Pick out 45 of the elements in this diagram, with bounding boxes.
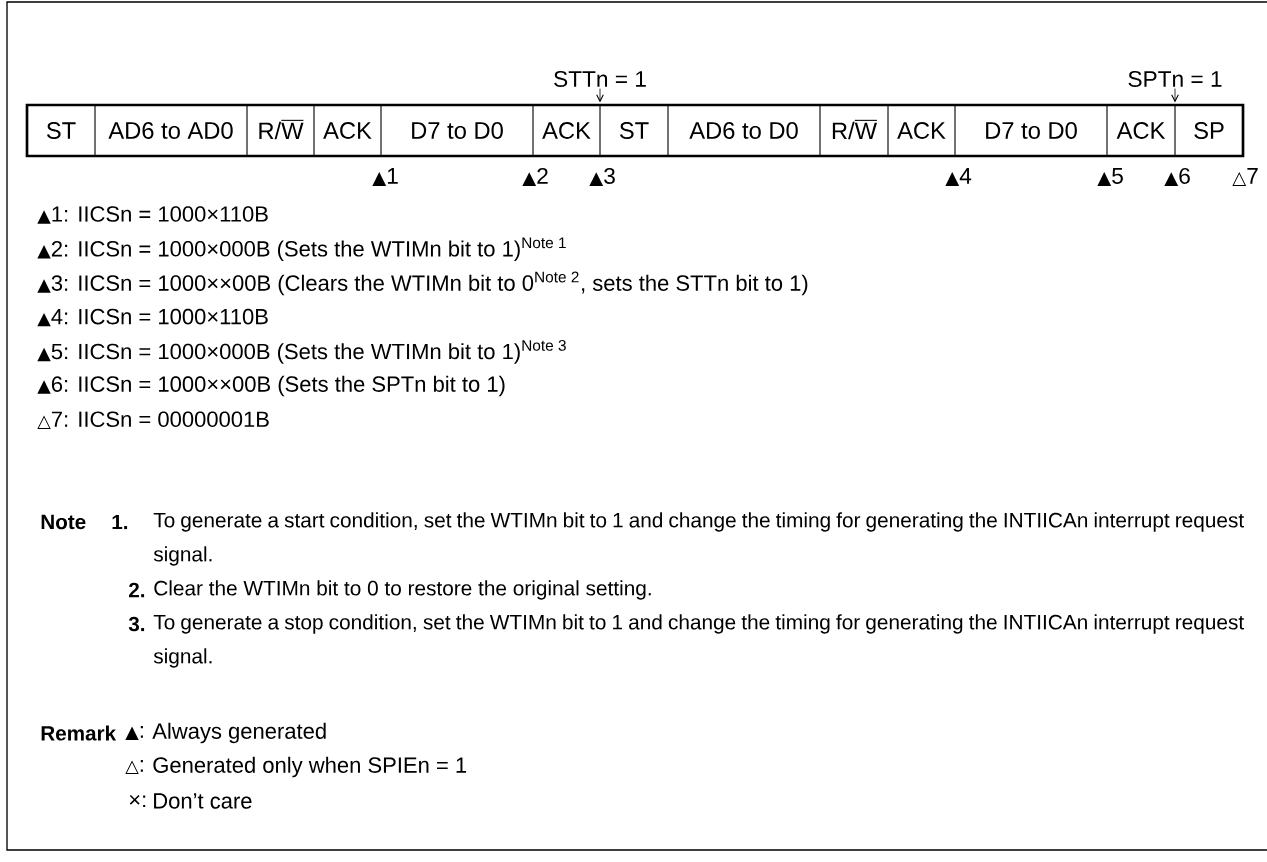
note-text: ▲2: IICSn = 1000×000B (Sets the WTIMn bit to 1)$^{Note 1}$ xyxy=(37,237,566,261)
timing-mark: ▲2 xyxy=(522,167,548,187)
note-text: ▲4: IICSn = 1000×110B xyxy=(37,308,268,327)
cell: ST xyxy=(26,104,96,157)
cell: ACK xyxy=(532,104,601,157)
note-heading: Note xyxy=(41,514,86,530)
timing-mark: ▲3 xyxy=(589,167,615,187)
timing-mark: ▲5 xyxy=(1097,168,1123,186)
note-text: ×: xyxy=(129,794,146,808)
timing-mark: ▲1 xyxy=(372,168,398,186)
note-text: Clear the WTIMn bit to 0 to restore the original setting. xyxy=(154,580,651,600)
cell: SP xyxy=(1174,104,1244,157)
cell: D7 to D0 xyxy=(380,104,534,157)
note-heading: 3. xyxy=(128,616,145,632)
note-text: ▲: xyxy=(125,726,143,740)
cell: ACK xyxy=(313,104,382,157)
note-text: ▲5: IICSn = 1000×000B (Sets the WTIMn bit to 1)$^{Note 3}$ xyxy=(37,339,566,364)
note-text: ▲1: IICSn = 1000×110B xyxy=(37,206,268,224)
cell: D7 to D0 xyxy=(954,104,1108,157)
note-text: Always generated xyxy=(152,722,326,744)
signal-label: STTn = 1 xyxy=(554,70,646,88)
note-text: To generate a stop condition, set the WTIMn bit to 1 and change the timing for generating the INTIICAn interrupt request signal. xyxy=(153,614,1244,668)
cell: ACK xyxy=(887,104,956,157)
note-text: To generate a start condition, set the WTIMn bit to 1 and change the timing for generating the INTIICAn interrupt request signal. xyxy=(153,512,1244,566)
cell: R/W xyxy=(819,104,889,157)
leader-arrow xyxy=(596,88,604,103)
signal-label: SPTn = 1 xyxy=(1128,70,1222,88)
leader-arrow xyxy=(1171,88,1179,103)
note-heading: Remark xyxy=(41,725,117,741)
timing-mark: ▲6 xyxy=(1164,167,1190,187)
timing-mark: △7 xyxy=(1232,168,1258,186)
cell: ACK xyxy=(1106,104,1176,157)
cell: ST xyxy=(599,104,669,157)
note-text: Don’t care xyxy=(154,793,252,809)
note-text: Generated only when SPIEn = 1 xyxy=(153,756,467,778)
cell: R/W xyxy=(246,104,315,157)
note-text: ▲3: IICSn = 1000××00B (Clears the WTIMn bit to 0$^{Note 2}$, sets the STTn bit to 1) xyxy=(37,271,808,296)
cell: AD6 to AD0 xyxy=(94,104,248,157)
cell: AD6 to D0 xyxy=(667,104,821,157)
note-text: △: xyxy=(125,760,143,774)
note-text: △7: IICSn = 00000001B xyxy=(37,411,269,429)
timing-mark: ▲4 xyxy=(945,168,972,186)
note-heading: 2. xyxy=(129,582,145,598)
note-heading: 1. xyxy=(112,514,128,530)
note-text: ▲6: IICSn = 1000××00B (Sets the SPTn bit to 1) xyxy=(37,375,505,397)
